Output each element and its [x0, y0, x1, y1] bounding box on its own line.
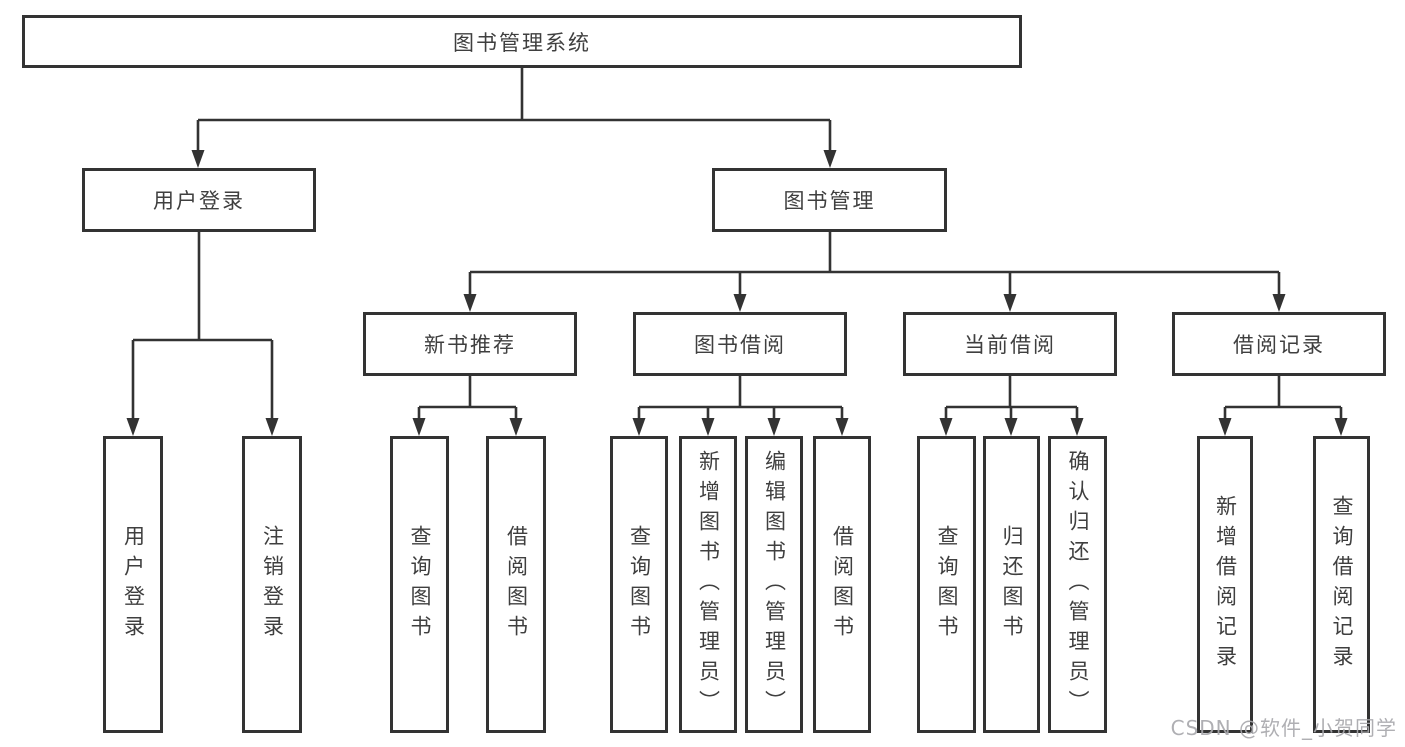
node-book-borrow-label: 图书借阅 — [694, 333, 786, 357]
node-user-login: 用户登录 — [82, 168, 316, 232]
node-book-borrow: 图书借阅 — [633, 312, 847, 376]
leaf-record-add: 新增借阅记录 — [1197, 436, 1253, 733]
leaf-current-query-book: 查询图书 — [917, 436, 976, 733]
node-borrow-record-label: 借阅记录 — [1233, 333, 1325, 357]
leaf-current-return-book: 归还图书 — [983, 436, 1040, 733]
node-new-book-recommend: 新书推荐 — [363, 312, 577, 376]
csdn-watermark: CSDN @软件_小贺同学 — [1170, 716, 1397, 740]
leaf-current-confirm-return-admin-label: 确认归还（管理员） — [1066, 449, 1090, 720]
node-current-borrow: 当前借阅 — [903, 312, 1117, 376]
leaf-recommend-borrow-book: 借阅图书 — [486, 436, 546, 733]
node-new-book-recommend-label: 新书推荐 — [424, 333, 516, 357]
leaf-current-return-book-label: 归还图书 — [1000, 524, 1024, 645]
tree-edges — [131, 68, 1343, 419]
leaf-borrow-edit-book-admin-label: 编辑图书（管理员） — [762, 449, 787, 720]
node-root: 图书管理系统 — [22, 15, 1022, 68]
leaf-recommend-borrow-book-label: 借阅图书 — [504, 524, 529, 645]
leaf-record-query-label: 查询借阅记录 — [1330, 494, 1354, 675]
node-book-management-label: 图书管理 — [783, 189, 876, 213]
leaf-borrow-borrow-book-label: 借阅图书 — [830, 524, 855, 645]
node-user-login-label: 用户登录 — [153, 189, 245, 213]
node-book-management: 图书管理 — [712, 168, 947, 232]
leaf-current-query-book-label: 查询图书 — [935, 524, 959, 645]
leaf-user-login-label: 用户登录 — [121, 524, 146, 645]
leaf-borrow-add-book-admin: 新增图书（管理员） — [679, 436, 737, 733]
leaf-borrow-query-book-label: 查询图书 — [627, 524, 652, 645]
leaf-current-confirm-return-admin: 确认归还（管理员） — [1048, 436, 1107, 733]
leaf-record-query: 查询借阅记录 — [1313, 436, 1370, 733]
leaf-record-add-label: 新增借阅记录 — [1213, 494, 1238, 675]
leaf-recommend-query-book: 查询图书 — [390, 436, 449, 733]
node-root-label: 图书管理系统 — [453, 30, 591, 55]
node-borrow-record: 借阅记录 — [1172, 312, 1386, 376]
leaf-logout: 注销登录 — [242, 436, 302, 733]
leaf-borrow-edit-book-admin: 编辑图书（管理员） — [745, 436, 803, 733]
leaf-borrow-borrow-book: 借阅图书 — [813, 436, 871, 733]
node-current-borrow-label: 当前借阅 — [964, 333, 1056, 357]
leaf-borrow-query-book: 查询图书 — [610, 436, 668, 733]
leaf-recommend-query-book-label: 查询图书 — [408, 524, 432, 645]
leaf-borrow-add-book-admin-label: 新增图书（管理员） — [696, 449, 721, 720]
leaf-logout-label: 注销登录 — [260, 524, 285, 645]
leaf-user-login: 用户登录 — [103, 436, 163, 733]
